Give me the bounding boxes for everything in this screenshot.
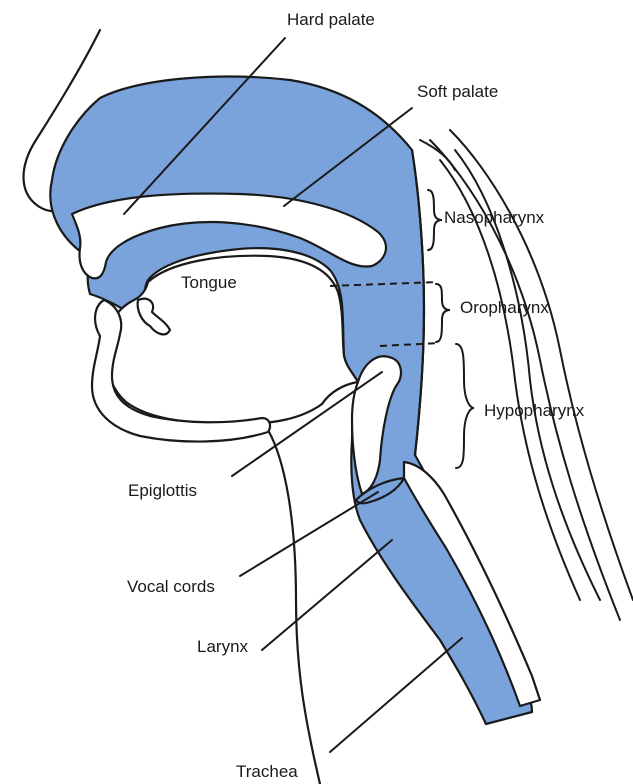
spine-curve-5 bbox=[420, 140, 455, 170]
label-soft-palate: Soft palate bbox=[417, 83, 498, 100]
label-epiglottis: Epiglottis bbox=[128, 482, 197, 499]
hypopharynx-brace bbox=[456, 344, 474, 468]
label-oropharynx: Oropharynx bbox=[460, 299, 549, 316]
label-vocal-cords: Vocal cords bbox=[127, 578, 215, 595]
label-hypopharynx: Hypopharynx bbox=[484, 402, 584, 419]
label-tongue: Tongue bbox=[181, 274, 237, 291]
label-larynx: Larynx bbox=[197, 638, 248, 655]
oropharynx-brace bbox=[436, 284, 450, 342]
vocal-cords-leader bbox=[240, 492, 378, 576]
label-hard-palate: Hard palate bbox=[287, 11, 375, 28]
label-trachea: Trachea bbox=[236, 763, 298, 780]
larynx-leader bbox=[262, 540, 392, 650]
nasopharynx-brace bbox=[428, 190, 442, 250]
trachea-leader bbox=[330, 638, 462, 752]
label-nasopharynx: Nasopharynx bbox=[444, 209, 544, 226]
